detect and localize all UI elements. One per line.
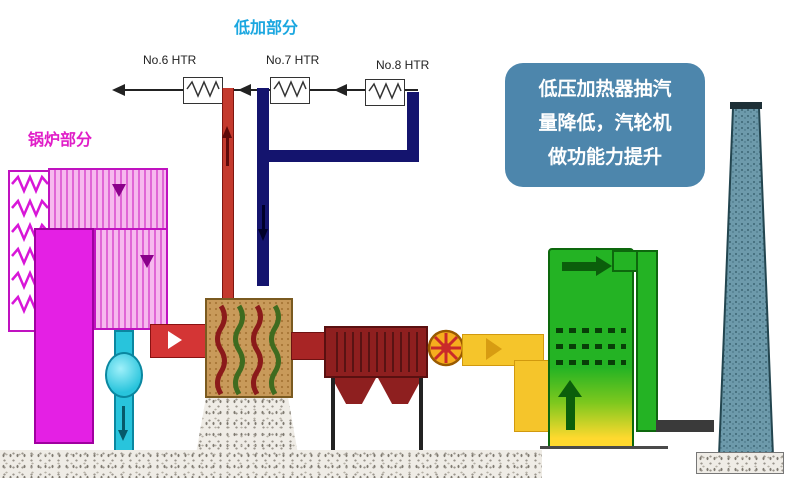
chimney-base [696,452,784,474]
flow-arrow-left-icon [238,84,251,96]
flue-gas-right-arrow-icon [168,331,182,349]
extraction-steam-pipe [222,88,234,310]
annotation-line-2: 量降低，汽轮机 [538,113,672,134]
circulation-pump [105,352,143,398]
esp-hopper-right [378,378,422,404]
ground-line [540,446,668,449]
tower-up-arrowhead-icon [558,380,582,397]
boiler-top-section [48,168,168,230]
esp-hopper-left [332,378,376,404]
htr7-heat-exchanger [270,77,310,104]
preheater-to-esp-duct [291,332,328,360]
spray-bank-row [556,360,626,365]
preheater-foundation [196,396,298,454]
esp-leg-left [331,378,335,452]
annotation-line-1: 低压加热器抽汽 [538,79,672,100]
zigzag-coil-icon [186,80,220,98]
flow-arrow-left-icon [334,84,347,96]
boiler-furnace-body [34,228,94,444]
esp-leg-right [419,378,423,452]
boiler-section-label: 锅炉部分 [28,132,93,149]
air-preheater [205,298,293,398]
condensate-down-arrowhead-icon [258,229,268,241]
tower-outlet-duct-vertical [636,250,658,432]
flue-right-arrow-icon [486,338,502,360]
low-pressure-section-label: 低加部分 [234,20,299,37]
induced-draft-fan [427,329,465,367]
boiler-flow-down-arrow-icon [140,255,154,268]
steam-up-arrow-icon [226,138,229,166]
condensate-down-arrow-icon [262,205,265,231]
tower-top-arrow-icon [562,262,596,271]
condensate-pipe-vertical [257,88,269,286]
preheater-tubes-icon [215,304,281,396]
condensate-pipe-right-drop [407,92,419,162]
htr6-label: No.6 HTR [143,53,197,67]
condensate-pipe-horizontal [257,150,419,162]
tower-up-arrow-icon [566,396,575,430]
annotation-box: 低压加热器抽汽 量降低，汽轮机 做功能力提升 [505,63,705,187]
annotation-line-3: 做功能力提升 [547,147,662,168]
flue-duct-horizontal [462,334,544,366]
spray-bank-row [556,328,626,333]
tower-top-arrowhead-icon [596,256,612,276]
htr8-label: No.8 HTR [376,58,430,72]
chimney-stack [717,102,775,457]
htr7-label: No.7 HTR [266,53,320,67]
pump-down-arrow-icon [122,406,125,432]
zigzag-coil-icon [368,82,402,100]
electrostatic-precipitator [324,326,428,378]
boiler-flow-down-arrow-icon [112,184,126,197]
htr6-heat-exchanger [183,77,223,104]
pump-down-arrowhead-icon [118,430,128,441]
zigzag-coil-icon [273,80,307,98]
flow-arrow-left-icon [112,84,125,96]
flue-duct-vertical [514,360,550,432]
esp-plates-icon [330,332,422,372]
steam-up-arrowhead-icon [222,126,232,138]
duct-to-chimney [656,420,714,432]
boiler-right-section [94,228,168,330]
ground [0,450,542,478]
spray-bank-row [556,344,626,349]
htr8-heat-exchanger [365,79,405,106]
